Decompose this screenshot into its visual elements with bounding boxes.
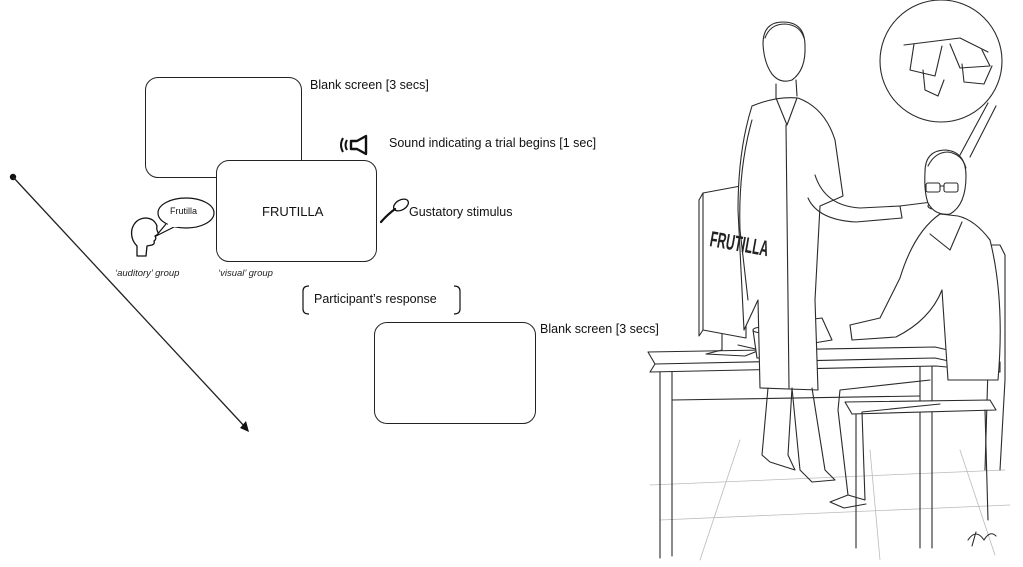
floor-lines: [649, 439, 1011, 561]
head-speaking-icon: [130, 217, 160, 257]
experimenter-figure: [737, 21, 941, 483]
glasses-icon: [925, 182, 959, 193]
spoon-icon: [379, 198, 410, 224]
thought-bubble: [879, 0, 1003, 158]
response-label: Participant’s response: [314, 292, 437, 306]
speaker-icon: [340, 134, 368, 156]
artist-signature: [967, 531, 997, 547]
gustatory-label: Gustatory stimulus: [409, 205, 513, 219]
participant-figure: [829, 149, 1006, 549]
table: [647, 346, 1001, 559]
visual-group-label: ‘visual’ group: [218, 268, 273, 279]
auditory-group-label: ‘auditory’ group: [115, 268, 180, 279]
spoken-word: Frutilla: [170, 206, 198, 216]
blank-screen-2-label: Blank screen [3 secs]: [540, 322, 659, 336]
speech-bubble: [155, 197, 215, 237]
response-brackets: [302, 285, 461, 315]
stimulus-screen: [216, 160, 377, 262]
sound-cue-label: Sound indicating a trial begins [1 sec]: [389, 136, 597, 150]
monitor: [698, 184, 761, 357]
blank-screen-1-label: Blank screen [3 secs]: [310, 78, 429, 92]
stimulus-word: FRUTILLA: [262, 204, 324, 219]
blank-screen-2: [374, 322, 536, 424]
